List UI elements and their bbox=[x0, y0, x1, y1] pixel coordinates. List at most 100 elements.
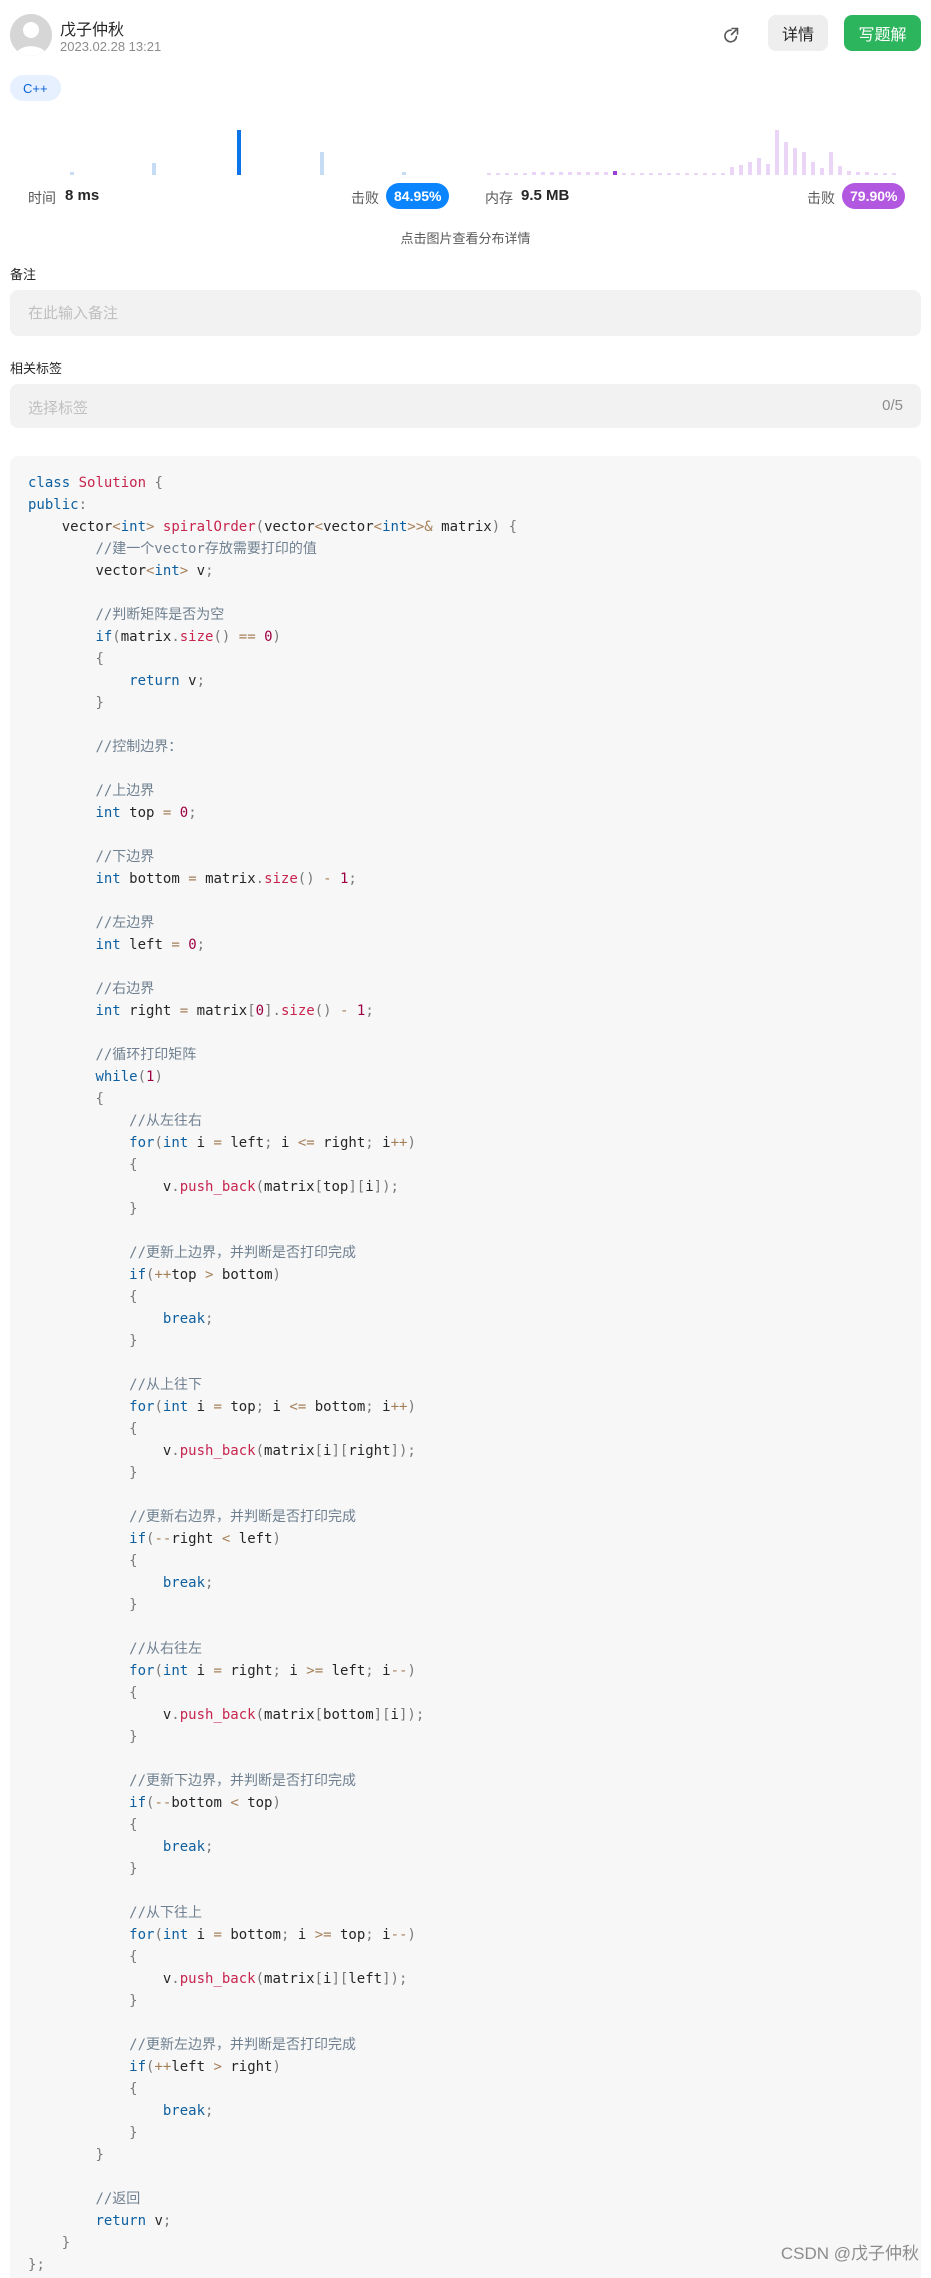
code-line: if(--right < left) bbox=[129, 1531, 281, 1547]
code-line: { bbox=[129, 1289, 138, 1305]
code-line: for(int i = top; i <= bottom; i++) bbox=[129, 1399, 416, 1415]
code-line: } bbox=[129, 1729, 138, 1745]
code-line: { bbox=[95, 1091, 104, 1107]
runtime-beat-badge: 84.95% bbox=[386, 183, 450, 209]
user-name[interactable]: 戊子仲秋 bbox=[60, 22, 125, 39]
memory-beat-label: 击败 bbox=[807, 190, 835, 206]
code-line: { bbox=[129, 1817, 138, 1833]
code-line: return v; bbox=[95, 2213, 172, 2229]
code-line: v.push_back(matrix[bottom][i]); bbox=[162, 1707, 425, 1723]
code-lines: class Solution { public: vector<int> spir… bbox=[28, 472, 921, 2276]
write-solution-button[interactable]: 写题解 bbox=[844, 15, 921, 51]
code-line: int top = 0; bbox=[95, 805, 197, 821]
code-line: //左边界 bbox=[95, 915, 155, 931]
code-line: //上边界 bbox=[95, 783, 155, 799]
memory-value: 9.5 MB bbox=[521, 187, 570, 204]
code-line: break; bbox=[162, 1575, 214, 1591]
share-icon bbox=[724, 27, 739, 43]
notes-input[interactable] bbox=[10, 290, 921, 336]
tag-placeholder: 选择标签 bbox=[28, 400, 89, 417]
tags-label: 相关标签 bbox=[10, 361, 63, 376]
code-line: } bbox=[129, 1465, 138, 1481]
detail-button[interactable]: 详情 bbox=[768, 15, 828, 51]
memory-bars bbox=[487, 130, 896, 175]
distribution-chart[interactable]: 时间 8 ms 击败 84.95% 内存 9.5 MB 击败 79.90% bbox=[20, 120, 910, 220]
code-line: { bbox=[129, 1949, 138, 1965]
code-line: ​ bbox=[28, 890, 921, 912]
runtime-bar bbox=[70, 172, 74, 175]
code-line: while(1) bbox=[95, 1069, 163, 1085]
code-line: //更新左边界，并判断是否打印完成 bbox=[129, 2037, 357, 2053]
code-line: ​ bbox=[28, 956, 921, 978]
code-line: class Solution { bbox=[28, 475, 163, 491]
memory-bar-current bbox=[613, 171, 617, 175]
code-line: int left = 0; bbox=[95, 937, 206, 953]
code-line: break; bbox=[162, 1839, 214, 1855]
code-line: ​ bbox=[28, 824, 921, 846]
code-line: //从上往下 bbox=[129, 1377, 203, 1393]
distribution-bars bbox=[70, 130, 896, 175]
code-line: ​ bbox=[28, 1352, 921, 1374]
code-line: ​ bbox=[28, 582, 921, 604]
runtime-beat-label: 击败 bbox=[351, 190, 379, 206]
code-line: //从下往上 bbox=[129, 1905, 203, 1921]
avatar[interactable] bbox=[10, 14, 52, 56]
code-line: { bbox=[129, 1553, 138, 1569]
code-line: if(++top > bottom) bbox=[129, 1267, 281, 1283]
code-line: ​ bbox=[28, 1616, 921, 1638]
runtime-value: 8 ms bbox=[65, 187, 100, 204]
code-line: //返回 bbox=[95, 2191, 141, 2207]
code-line: //判断矩阵是否为空 bbox=[95, 607, 225, 623]
code-line: } bbox=[95, 695, 104, 711]
solution-header: 戊子仲秋 2023.02.28 13:21 详情 写题解 bbox=[10, 14, 921, 58]
runtime-bar bbox=[402, 172, 406, 175]
code-line: for(int i = right; i >= left; i--) bbox=[129, 1663, 416, 1679]
code-line: break; bbox=[162, 2103, 214, 2119]
code-line: return v; bbox=[129, 673, 206, 689]
code-line: ​ bbox=[28, 758, 921, 780]
runtime-bar bbox=[152, 163, 156, 175]
user-avatar-icon bbox=[10, 14, 52, 56]
code-block[interactable]: class Solution { public: vector<int> spir… bbox=[10, 456, 921, 2278]
code-line: { bbox=[129, 1421, 138, 1437]
code-line: } bbox=[61, 2235, 71, 2251]
code-line: public: bbox=[28, 497, 88, 513]
code-line: vector<int> v; bbox=[95, 563, 214, 579]
code-line: } bbox=[129, 1861, 138, 1877]
code-line: { bbox=[129, 2081, 138, 2097]
code-line: ​ bbox=[28, 1484, 921, 1506]
code-line: ​ bbox=[28, 1748, 921, 1770]
code-line: if(--bottom < top) bbox=[129, 1795, 281, 1811]
tag-selector[interactable]: 选择标签 0/5 bbox=[10, 384, 921, 428]
code-line: v.push_back(matrix[i][left]); bbox=[162, 1971, 408, 1987]
code-line: } bbox=[95, 2147, 104, 2163]
code-line: //建一个vector存放需要打印的值 bbox=[95, 541, 317, 557]
code-line: } bbox=[129, 1201, 138, 1217]
code-line: } bbox=[129, 1597, 138, 1613]
code-line: //更新下边界，并判断是否打印完成 bbox=[129, 1773, 357, 1789]
code-line: //从右往左 bbox=[129, 1641, 203, 1657]
language-tag[interactable]: C++ bbox=[10, 75, 61, 101]
code-line: ​ bbox=[28, 2166, 921, 2188]
code-line: //右边界 bbox=[95, 981, 155, 997]
notes-label: 备注 bbox=[10, 267, 37, 282]
code-line: { bbox=[95, 651, 104, 667]
distribution-hint[interactable]: 点击图片查看分布详情 bbox=[400, 231, 531, 246]
runtime-bar bbox=[320, 152, 324, 175]
code-line: ​ bbox=[28, 1880, 921, 1902]
code-line: //下边界 bbox=[95, 849, 155, 865]
code-line: //更新上边界，并判断是否打印完成 bbox=[129, 1245, 357, 1261]
code-line: } bbox=[129, 1333, 138, 1349]
code-line: int bottom = matrix.size() - 1; bbox=[95, 871, 357, 887]
code-line: } bbox=[129, 2125, 138, 2141]
code-line: if(++left > right) bbox=[129, 2059, 281, 2075]
share-button[interactable] bbox=[715, 20, 747, 52]
code-line: vector<int> spiralOrder(vector<vector<in… bbox=[61, 519, 518, 535]
code-line: int right = matrix[0].size() - 1; bbox=[95, 1003, 374, 1019]
code-line: //控制边界： bbox=[95, 739, 183, 755]
code-line: for(int i = left; i <= right; i++) bbox=[129, 1135, 416, 1151]
code-line: v.push_back(matrix[i][right]); bbox=[162, 1443, 416, 1459]
code-line: break; bbox=[162, 1311, 214, 1327]
code-line: ​ bbox=[28, 714, 921, 736]
code-line: for(int i = bottom; i >= top; i--) bbox=[129, 1927, 416, 1943]
